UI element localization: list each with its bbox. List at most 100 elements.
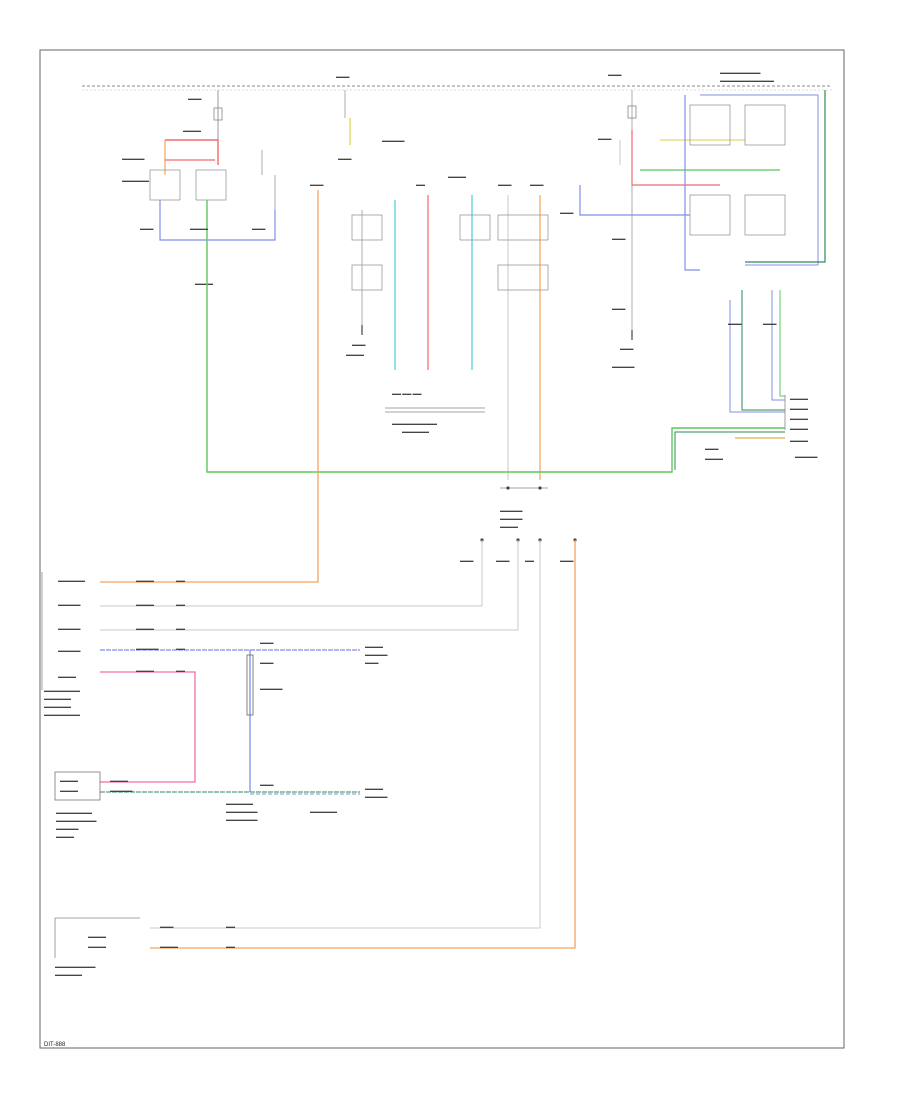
- svg-text:▬▬▬: ▬▬▬: [705, 446, 719, 451]
- splice-block: [246, 654, 254, 716]
- svg-text:▬▬▬▬: ▬▬▬▬: [136, 578, 155, 583]
- svg-text:▬▬▬: ▬▬▬: [496, 558, 510, 563]
- svg-text:▬▬▬▬▬▬▬: ▬▬▬▬▬▬▬: [226, 817, 258, 822]
- wire-gray-bottom: [150, 540, 541, 929]
- svg-text:▬▬▬▬: ▬▬▬▬: [88, 944, 107, 949]
- svg-text:▬▬▬▬▬: ▬▬▬▬▬: [136, 646, 159, 651]
- svg-text:▬▬▬▬▬: ▬▬▬▬▬: [58, 626, 81, 631]
- svg-text:▬▬▬▬▬▬: ▬▬▬▬▬▬: [122, 178, 150, 183]
- svg-text:▬▬▬▬▬: ▬▬▬▬▬: [110, 788, 133, 793]
- svg-text:▬▬▬▬▬▬▬▬▬: ▬▬▬▬▬▬▬▬▬: [720, 70, 761, 75]
- svg-text:▬▬▬: ▬▬▬: [728, 321, 742, 326]
- svg-text:▬▬▬▬: ▬▬▬▬: [705, 456, 724, 461]
- svg-text:▬▬▬: ▬▬▬: [260, 782, 274, 787]
- svg-text:▬▬▬: ▬▬▬: [460, 558, 474, 563]
- svg-text:▬▬▬▬▬▬▬▬▬: ▬▬▬▬▬▬▬▬▬: [55, 964, 96, 969]
- svg-text:▬▬▬▬▬▬▬: ▬▬▬▬▬▬▬: [226, 809, 258, 814]
- wire-gray-2: [100, 540, 519, 631]
- svg-text:▬▬: ▬▬: [176, 646, 186, 651]
- wire-orange-ptcm: [100, 190, 319, 583]
- svg-text:▬▬▬▬▬: ▬▬▬▬▬: [56, 826, 79, 831]
- left-relay-cluster: ▬▬▬ ▬▬▬▬ ▬▬▬▬▬ ▬▬▬▬▬▬ ▬▬▬ ▬▬▬▬ ▬▬▬ ▬▬▬▬: [122, 90, 276, 286]
- svg-text:▬▬▬: ▬▬▬: [365, 660, 379, 665]
- svg-text:▬▬▬: ▬▬▬: [188, 96, 202, 101]
- sensor-labels: ▬▬▬▬ ▬▬▬▬ ▬▬▬▬▬▬▬▬ ▬▬▬▬▬▬▬▬▬ ▬▬▬▬▬ ▬▬▬▬: [56, 778, 97, 839]
- svg-text:▬▬▬: ▬▬▬: [140, 226, 154, 231]
- svg-text:▬▬▬: ▬▬▬: [352, 342, 366, 347]
- svg-text:▬▬▬: ▬▬▬: [560, 558, 574, 563]
- svg-text:▬▬▬▬: ▬▬▬▬: [56, 834, 75, 839]
- svg-text:▬▬▬▬: ▬▬▬▬: [136, 602, 155, 607]
- svg-text:▬▬▬: ▬▬▬: [598, 136, 612, 141]
- svg-text:▬▬: ▬▬: [176, 578, 186, 583]
- svg-text:▬▬▬▬▬▬: ▬▬▬▬▬▬: [226, 801, 254, 806]
- svg-text:▬▬: ▬▬: [176, 626, 186, 631]
- svg-text:▬▬▬: ▬▬▬: [620, 346, 634, 351]
- svg-text:▬▬▬▬: ▬▬▬▬: [190, 226, 209, 231]
- svg-text:▬▬▬▬: ▬▬▬▬: [448, 174, 467, 179]
- svg-text:▬▬▬▬▬: ▬▬▬▬▬: [382, 138, 405, 143]
- svg-text:▬▬▬▬▬▬: ▬▬▬▬▬▬: [44, 704, 72, 709]
- svg-text:▬▬▬: ▬▬▬: [608, 72, 622, 77]
- svg-text:▬▬▬▬: ▬▬▬▬: [60, 778, 79, 783]
- svg-text:▬▬▬▬▬: ▬▬▬▬▬: [122, 156, 145, 161]
- svg-text:▬▬▬▬: ▬▬▬▬: [183, 128, 202, 133]
- svg-text:▬▬▬▬▬: ▬▬▬▬▬: [612, 364, 635, 369]
- powertrain-module: ▬▬▬▬▬▬ ▬▬▬▬▬ ▬▬▬▬▬ ▬▬▬▬▬ ▬▬▬▬ ▬▬▬▬▬▬▬▬ ▬…: [41, 572, 86, 717]
- svg-text:▬▬▬▬: ▬▬▬▬: [790, 426, 809, 431]
- svg-text:▬▬▬: ▬▬▬: [612, 306, 626, 311]
- svg-text:▬▬: ▬▬: [226, 924, 236, 929]
- svg-text:▬▬▬▬: ▬▬▬▬: [790, 416, 809, 421]
- svg-text:▬▬▬: ▬▬▬: [260, 660, 274, 665]
- svg-text:▬▬▬▬▬▬▬▬▬▬▬▬: ▬▬▬▬▬▬▬▬▬▬▬▬: [720, 78, 775, 83]
- svg-text:▬▬▬▬▬▬▬▬: ▬▬▬▬▬▬▬▬: [44, 712, 81, 717]
- svg-text:▬▬▬▬: ▬▬▬▬: [60, 788, 79, 793]
- bottom-control-module: ▬▬▬▬ ▬▬▬▬ ▬▬▬▬▬▬▬▬▬ ▬▬▬▬▬▬: [54, 917, 140, 977]
- wire-pink-signal: [100, 671, 196, 783]
- svg-text:▬▬ ▬▬ ▬▬: ▬▬ ▬▬ ▬▬: [392, 391, 422, 396]
- svg-text:▬▬: ▬▬: [226, 944, 236, 949]
- right-connector: ▬▬▬▬ ▬▬▬▬ ▬▬▬▬ ▬▬▬▬ ▬▬▬▬ ▬▬▬▬▬ ▬▬▬ ▬▬▬▬: [705, 395, 818, 461]
- svg-text:▬▬▬: ▬▬▬: [252, 226, 266, 231]
- wire-green-loop: [206, 275, 785, 473]
- svg-text:▬▬▬▬: ▬▬▬▬: [58, 674, 77, 679]
- svg-text:▬▬▬▬: ▬▬▬▬: [88, 934, 107, 939]
- svg-text:▬▬▬: ▬▬▬: [498, 182, 512, 187]
- svg-text:▬▬: ▬▬: [176, 668, 186, 673]
- svg-text:▬▬▬▬▬▬: ▬▬▬▬▬▬: [44, 696, 72, 701]
- svg-text:▬▬▬: ▬▬▬: [560, 210, 574, 215]
- svg-text:▬▬▬▬▬: ▬▬▬▬▬: [795, 454, 818, 459]
- wire-darkgreen-loop: [674, 431, 785, 470]
- center-module: ▬▬▬▬▬ ▬▬▬▬▬ ▬▬▬▬ ▬▬▬ ▬▬▬ ▬▬ ▬▬▬: [460, 486, 577, 563]
- svg-text:▬▬▬: ▬▬▬: [336, 74, 350, 79]
- svg-text:▬▬▬▬: ▬▬▬▬: [160, 944, 179, 949]
- svg-text:▬▬▬▬▬▬: ▬▬▬▬▬▬: [402, 429, 430, 434]
- svg-text:▬▬▬▬▬: ▬▬▬▬▬: [365, 652, 388, 657]
- svg-text:▬▬▬: ▬▬▬: [310, 182, 324, 187]
- right-relay-cluster: ▬▬▬ ▬▬▬▬▬ ▬▬▬ ▬▬▬▬▬▬▬▬▬ ▬▬▬▬▬▬▬▬▬▬▬▬ ▬▬▬…: [560, 70, 826, 413]
- svg-text:▬▬: ▬▬: [416, 182, 426, 187]
- svg-text:▬▬▬▬▬▬▬▬: ▬▬▬▬▬▬▬▬: [44, 688, 81, 693]
- bottom-wire-labels: ▬▬▬ ▬▬ ▬▬▬▬ ▬▬: [160, 924, 236, 949]
- svg-text:▬▬▬▬▬▬▬▬: ▬▬▬▬▬▬▬▬: [56, 810, 93, 815]
- svg-text:▬▬▬: ▬▬▬: [763, 321, 777, 326]
- svg-text:▬▬▬▬▬▬▬▬▬▬: ▬▬▬▬▬▬▬▬▬▬: [392, 421, 438, 426]
- svg-text:▬▬▬: ▬▬▬: [260, 640, 274, 645]
- svg-text:▬▬▬▬▬: ▬▬▬▬▬: [500, 508, 523, 513]
- svg-text:▬▬▬▬: ▬▬▬▬: [110, 778, 129, 783]
- svg-text:▬▬▬: ▬▬▬: [612, 236, 626, 241]
- wire-gray-1: [100, 540, 483, 607]
- svg-text:▬▬▬▬: ▬▬▬▬: [365, 644, 384, 649]
- wire-labels-mid: ▬▬▬▬ ▬▬ ▬▬▬▬ ▬▬ ▬▬▬▬ ▬▬ ▬▬▬▬▬ ▬▬ ▬▬▬▬ ▬▬…: [110, 578, 388, 822]
- svg-text:▬▬: ▬▬: [525, 558, 535, 563]
- svg-text:▬▬▬: ▬▬▬: [338, 156, 352, 161]
- sensor-box: [54, 771, 101, 801]
- svg-text:▬▬▬: ▬▬▬: [530, 182, 544, 187]
- svg-text:▬▬▬▬: ▬▬▬▬: [346, 352, 365, 357]
- wire-orange-bottom: [150, 540, 576, 949]
- svg-text:▬▬▬▬▬: ▬▬▬▬▬: [260, 686, 283, 691]
- svg-text:▬▬▬▬: ▬▬▬▬: [195, 281, 214, 286]
- diagram-frame: [39, 49, 845, 1049]
- svg-text:▬▬▬▬: ▬▬▬▬: [500, 524, 519, 529]
